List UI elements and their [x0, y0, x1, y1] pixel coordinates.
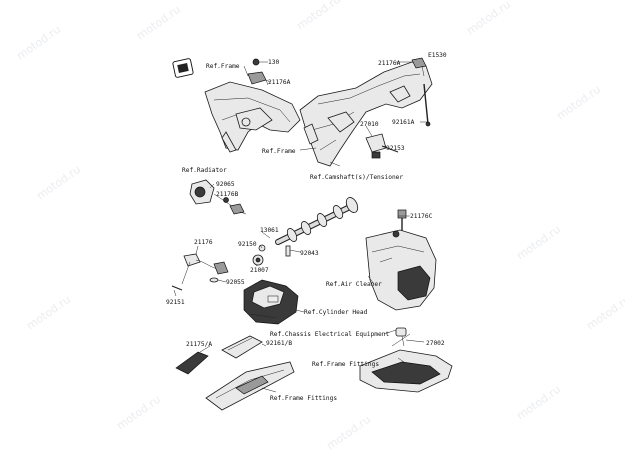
label-ref-radiator: Ref.Radiator — [182, 167, 227, 174]
label-92055: 92055 — [226, 279, 245, 286]
label-21007: 21007 — [250, 267, 269, 274]
label-ref-frame-fittings-bottom: Ref.Frame Fittings — [270, 395, 337, 402]
label-ref-frame-mid: Ref.Frame — [262, 148, 296, 155]
pin-92043 — [285, 245, 291, 257]
watermark-8: motod.ru — [24, 293, 73, 333]
label-92161a: 92161A — [392, 119, 415, 126]
label-92161b: 92161/B — [266, 340, 292, 347]
label-27002: 27002 — [426, 340, 445, 347]
camshaft — [275, 197, 359, 245]
watermark-11: motod.ru — [514, 383, 563, 423]
cylinder-head — [243, 279, 299, 325]
sensor-21176-harness — [171, 253, 229, 291]
label-ref-chassis-electrical: Ref.Chassis Electrical Equipment — [270, 331, 389, 338]
sensor-21175a — [175, 351, 209, 375]
label-ref-frame-fittings-right: Ref.Frame Fittings — [312, 361, 379, 368]
label-ref-frame-top: Ref.Frame — [206, 63, 240, 70]
watermark-12: motod.ru — [584, 293, 625, 333]
air-cleaner-box — [365, 229, 437, 311]
sensor-21176a-right — [411, 57, 427, 77]
watermark-6: motod.ru — [34, 163, 83, 203]
watermark-1: motod.ru — [14, 23, 63, 63]
bolt-92153 — [381, 145, 399, 153]
label-92153: 92153 — [386, 145, 405, 152]
front-tag-icon — [172, 58, 194, 78]
label-21176a-top: 21176A — [268, 79, 291, 86]
label-13061: 13061 — [260, 227, 279, 234]
relay-27002 — [395, 327, 407, 347]
label-21176: 21176 — [194, 239, 213, 246]
watermark-9: motod.ru — [114, 393, 163, 433]
label-92065: 92065 — [216, 181, 235, 188]
label-ref-camshaft: Ref.Camshaft(s)/Tensioner — [310, 174, 403, 181]
radiator-sensor-assembly — [189, 179, 247, 215]
label-ref-air-cleaner: Ref.Air Cleaner — [326, 281, 382, 288]
label-92151: 92151 — [166, 299, 185, 306]
label-21176b: 21176B — [216, 191, 239, 198]
frame-fitting-right — [359, 333, 453, 393]
rotor-21007 — [252, 254, 264, 266]
bolt-130 — [252, 58, 266, 66]
watermark-4: motod.ru — [464, 0, 513, 37]
watermark-10: motod.ru — [324, 413, 373, 453]
watermark-2: motod.ru — [134, 3, 183, 43]
frame-fitting-left — [205, 361, 295, 411]
label-130: 130 — [268, 59, 279, 66]
label-21176c: 21176C — [410, 213, 433, 220]
watermark-3: motod.ru — [294, 0, 343, 32]
watermark-layer: motod.ru motod.ru motod.ru motod.ru moto… — [14, 0, 625, 452]
label-92043: 92043 — [300, 250, 319, 257]
label-21176a-right: 21176A — [378, 60, 401, 67]
watermark-5: motod.ru — [554, 83, 603, 123]
module-92161b — [221, 335, 263, 359]
left-frame-bracket — [204, 81, 301, 153]
main-frame — [299, 61, 433, 167]
label-92150: 92150 — [238, 241, 257, 248]
label-21175a: 21175/A — [186, 341, 212, 348]
label-ref-cylinder-head: Ref.Cylinder Head — [304, 309, 368, 316]
diagram-code: E1530 — [428, 52, 447, 59]
sensor-21176c — [397, 209, 407, 232]
leader-lines — [173, 61, 428, 393]
sensor-21176a-top — [247, 71, 269, 86]
watermark-7: motod.ru — [514, 223, 563, 263]
label-27010: 27010 — [360, 121, 379, 128]
